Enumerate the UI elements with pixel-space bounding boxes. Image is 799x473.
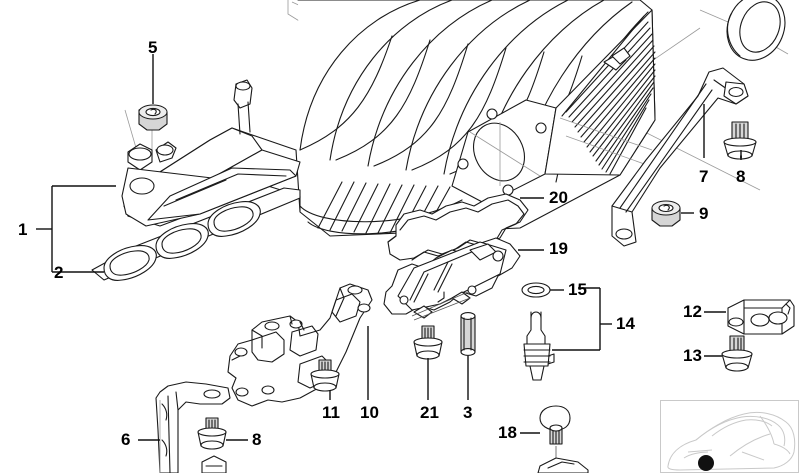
callout-8-bottom: 8 — [252, 430, 262, 449]
callout-21: 21 — [420, 403, 439, 422]
cap-nut-part-5 — [138, 104, 168, 131]
sensor-part-14 — [523, 311, 555, 381]
callout-13: 13 — [683, 346, 702, 365]
hex-bolt-part-11 — [310, 359, 340, 392]
cover-gasket-part-20 — [387, 193, 529, 261]
callout-1: 1 — [18, 220, 28, 239]
callout-18: 18 — [498, 423, 517, 442]
inset-frame — [660, 400, 799, 473]
callout-10: 10 — [360, 403, 379, 422]
throttle-flange — [451, 99, 557, 205]
hex-bolt-part-18 — [537, 405, 589, 473]
hex-bolt-part-8-right — [723, 121, 757, 160]
intake-gaskets — [91, 187, 301, 281]
callout-7: 7 — [699, 167, 709, 186]
adjusting-unit-part-19 — [383, 237, 521, 321]
o-ring-part-15 — [521, 282, 551, 298]
callout-8-right: 8 — [736, 167, 746, 186]
callout-15: 15 — [568, 280, 587, 299]
support-strut-part-6 — [155, 381, 231, 473]
manifold-inlet-neck — [121, 79, 301, 227]
sealing-ring-top-right — [726, 0, 786, 61]
vehicle-location-inset — [660, 400, 799, 473]
car-silhouette-icon — [667, 411, 796, 471]
bottom-edge-part-partial — [201, 455, 227, 473]
engine-location-marker — [698, 455, 714, 471]
callout-5: 5 — [148, 38, 158, 57]
hex-bolt-part-21 — [413, 325, 443, 360]
callout-3: 3 — [463, 403, 473, 422]
callout-20: 20 — [549, 188, 568, 207]
hex-bolt-part-8-bottom — [197, 417, 227, 450]
hex-nut-part-9 — [651, 200, 681, 227]
spacer-sleeve-part-3 — [460, 312, 476, 356]
hex-bolt-part-13 — [721, 335, 753, 372]
holder-part-12 — [727, 299, 795, 335]
support-bracket-part-7 — [611, 67, 749, 247]
callout-14: 14 — [616, 314, 635, 333]
intake-manifold-body — [121, 0, 656, 237]
callout-11: 11 — [322, 403, 340, 422]
mounting-bracket-part-10 — [227, 283, 373, 407]
callout-leader-lines — [36, 54, 742, 441]
callout-2: 2 — [54, 263, 64, 282]
manifold-ribs-right — [544, 9, 656, 176]
callout-6: 6 — [121, 430, 131, 449]
callout-12: 12 — [683, 302, 702, 321]
callout-19: 19 — [549, 239, 568, 258]
callout-9: 9 — [699, 204, 709, 223]
